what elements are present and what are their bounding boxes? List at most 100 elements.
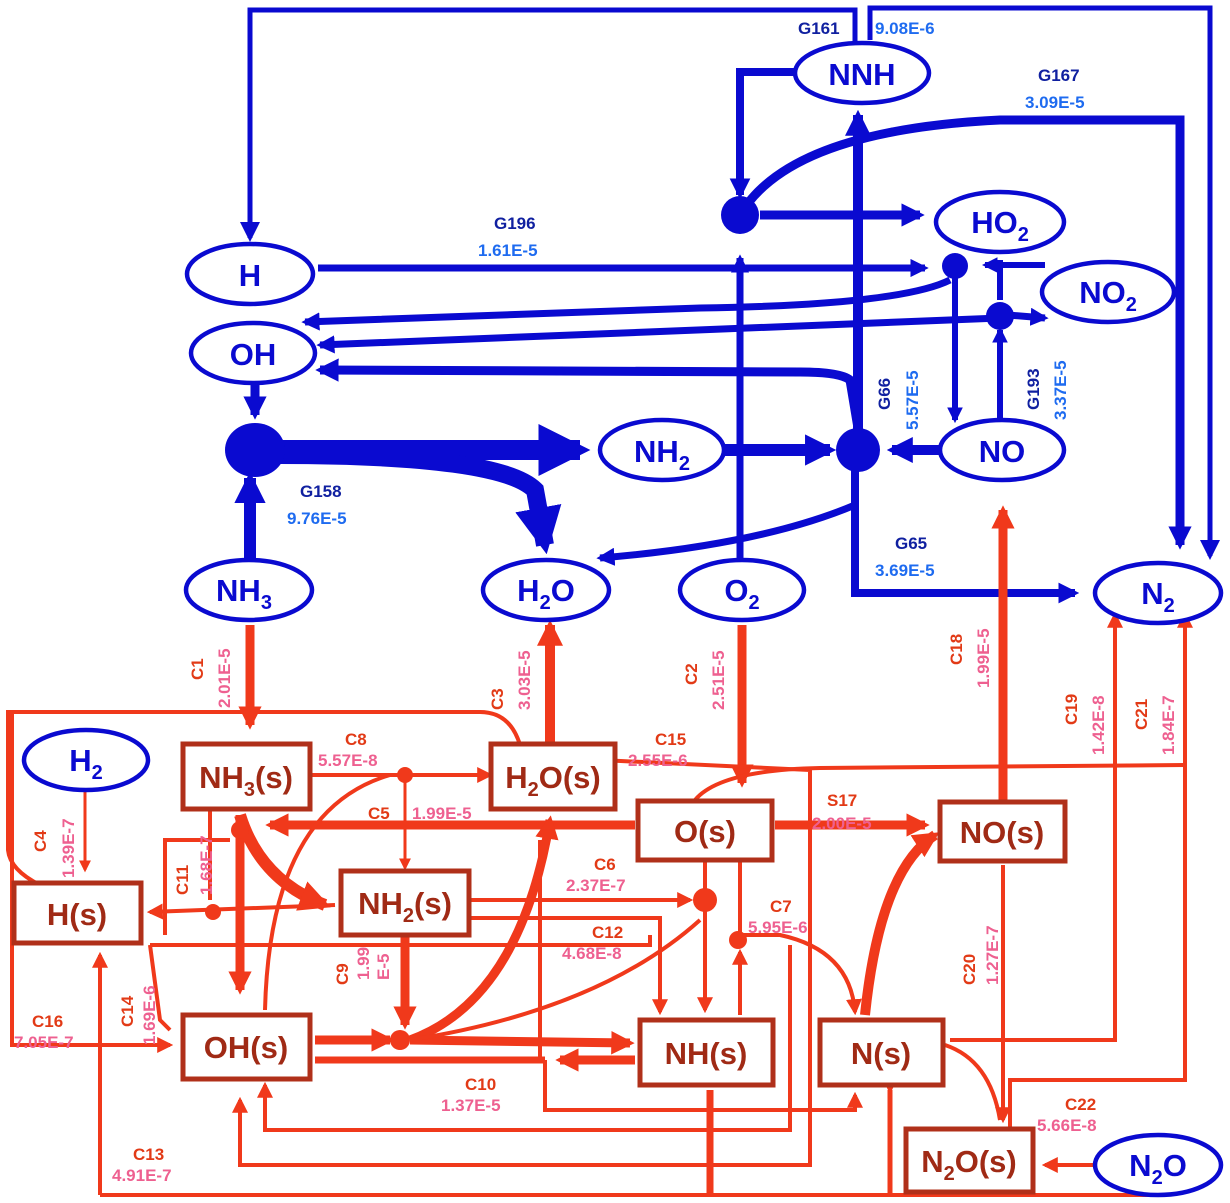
- species-hs: H(s): [11, 880, 144, 946]
- junction-node: [390, 1030, 410, 1050]
- svg-text:O2: O2: [724, 573, 759, 614]
- rate-c11: 1.68E-7: [197, 835, 216, 895]
- svg-text:OH: OH: [230, 337, 277, 372]
- svg-text:N(s): N(s): [851, 1036, 911, 1071]
- label-c16: C16: [32, 1012, 63, 1031]
- species-no: NO: [937, 417, 1067, 483]
- rate-c5: 1.99E-5: [412, 804, 472, 823]
- species-nos: NO(s): [937, 799, 1068, 864]
- species-n2: N2: [1092, 560, 1224, 626]
- svg-text:NNH: NNH: [828, 57, 895, 92]
- rate-c9-a: 1.99: [354, 947, 373, 980]
- svg-text:H2: H2: [69, 743, 103, 784]
- svg-text:N2: N2: [1141, 576, 1175, 617]
- rate-c20: 1.27E-7: [983, 925, 1002, 985]
- svg-text:NO2: NO2: [1079, 275, 1137, 316]
- path-to-nhs: [409, 1031, 635, 1055]
- path-c12-left: [150, 935, 652, 947]
- species-h2: H2: [21, 727, 151, 793]
- svg-text:H2O: H2O: [517, 573, 575, 614]
- label-g158: G158: [300, 482, 342, 501]
- path-ohs-curve: [263, 773, 391, 1011]
- rate-c19: 1.42E-8: [1089, 695, 1108, 755]
- label-c3: C3: [488, 688, 507, 710]
- junction-node: [225, 423, 285, 477]
- species-h2o: H2O: [480, 557, 612, 623]
- svg-text:N2O(s): N2O(s): [921, 1144, 1017, 1185]
- label-g66: G66: [875, 378, 894, 410]
- junction-node: [205, 904, 221, 920]
- svg-text:H2O(s): H2O(s): [505, 760, 601, 801]
- label-s17: S17: [827, 791, 857, 810]
- junction-node: [836, 428, 880, 472]
- rate-g167: 3.09E-5: [1025, 93, 1085, 112]
- label-g193: G193: [1024, 368, 1043, 410]
- label-c19: C19: [1062, 694, 1081, 725]
- label-c11: C11: [173, 865, 192, 895]
- junction-node: [942, 253, 968, 279]
- path-to-c21: [693, 763, 1186, 802]
- svg-text:NH3(s): NH3(s): [199, 760, 293, 801]
- species-n2o: N2O: [1092, 1132, 1224, 1198]
- rate-g158: 9.76E-5: [287, 509, 347, 528]
- species-o2: O2: [677, 557, 807, 623]
- label-g167: G167: [1038, 66, 1080, 85]
- path-to-c6-node: [409, 918, 702, 1042]
- svg-text:H: H: [239, 258, 261, 293]
- path-nnh-to-node: [729, 68, 795, 200]
- path-c16: [10, 712, 174, 1053]
- label-g65: G65: [895, 534, 927, 553]
- rate-c16: 7.05E-7: [14, 1033, 74, 1052]
- rate-c4: 1.39E-7: [59, 818, 78, 878]
- species-nh3: NH3: [183, 557, 315, 623]
- junction-node: [693, 888, 717, 912]
- rate-c18: 1.99E-5: [974, 628, 993, 688]
- path-c15-loop: [232, 758, 812, 1167]
- path-g167-to-n2: [736, 115, 1192, 550]
- path-nnh-to-n2-outer: [867, 5, 1220, 560]
- path-to-ohs-1: [257, 945, 792, 1132]
- svg-text:HO2: HO2: [971, 205, 1029, 246]
- rate-c13: 4.91E-7: [112, 1166, 172, 1185]
- label-g161: G161: [798, 19, 840, 38]
- svg-text:N2O: N2O: [1129, 1148, 1187, 1189]
- svg-text:OH(s): OH(s): [204, 1030, 288, 1065]
- species-nh3s: NH3(s): [180, 741, 313, 812]
- path-outer-left: [6, 710, 522, 887]
- svg-text:H(s): H(s): [47, 897, 107, 932]
- rate-c9-b: E-5: [374, 954, 393, 980]
- label-c20: C20: [960, 954, 979, 985]
- label-g196: G196: [494, 214, 536, 233]
- junction-node: [729, 931, 747, 949]
- path-g66-to-h2o: [596, 501, 857, 566]
- junction-node: [986, 302, 1014, 330]
- rate-g193: 3.37E-5: [1051, 360, 1070, 420]
- label-c14: C14: [118, 995, 137, 1027]
- svg-text:NO(s): NO(s): [960, 815, 1044, 850]
- rate-c8: 5.57E-8: [318, 751, 378, 770]
- path-g158-to-h2o: [279, 446, 562, 555]
- rate-c14: 1.69E-6: [140, 985, 159, 1045]
- species-oh: OH: [188, 320, 318, 386]
- label-c18: C18: [947, 634, 966, 665]
- path-to-oh-3: [315, 358, 865, 441]
- label-c4: C4: [31, 830, 50, 852]
- species-os: O(s): [635, 798, 775, 863]
- rate-s17: 2.00E-5: [812, 814, 872, 833]
- label-c7: C7: [770, 897, 792, 916]
- species-nh2s: NH2(s): [338, 868, 472, 938]
- svg-text:O(s): O(s): [674, 814, 736, 849]
- svg-text:NH2(s): NH2(s): [358, 886, 452, 927]
- path-c10-to-ns: [543, 1060, 863, 1112]
- junction-node: [721, 196, 759, 234]
- species-h: H: [184, 241, 316, 307]
- label-c21: C21: [1132, 699, 1151, 730]
- rate-c15: 2.55E-6: [628, 751, 688, 770]
- path-to-oh-2: [316, 314, 1001, 354]
- path-nnh-to-h: [240, 7, 858, 242]
- label-c8: C8: [345, 730, 367, 749]
- label-c5: C5: [368, 804, 390, 823]
- label-c22: C22: [1065, 1095, 1096, 1114]
- gas-reaction-labels: G161 9.08E-6 G167 3.09E-5 G196 1.61E-5 G…: [287, 19, 1085, 580]
